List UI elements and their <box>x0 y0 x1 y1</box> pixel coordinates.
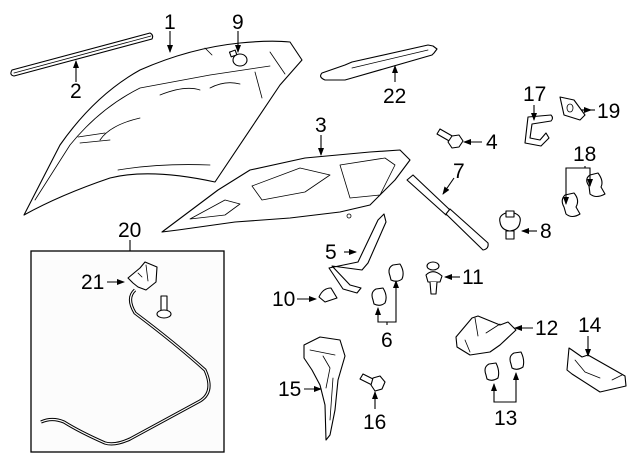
callout-13: 13 <box>494 407 517 430</box>
part-7-lift-strut[interactable] <box>406 174 489 251</box>
callout-11: 11 <box>462 266 484 289</box>
part-15-support-brace[interactable] <box>303 336 346 441</box>
callout-7: 7 <box>453 160 465 183</box>
part-6-clips[interactable] <box>371 263 404 306</box>
part-19-retainer-plate[interactable] <box>559 96 586 121</box>
part-11-retainer[interactable] <box>425 261 443 295</box>
part-1-hood-panel[interactable] <box>23 40 303 216</box>
callout-20: 20 <box>118 219 141 242</box>
part-4-bolt[interactable] <box>436 128 464 149</box>
callout-9: 9 <box>232 11 244 34</box>
callout-16: 16 <box>363 411 386 434</box>
callout-5: 5 <box>325 241 337 264</box>
part-21-release-handle[interactable] <box>127 261 158 291</box>
part-2-seal-strip[interactable] <box>10 32 154 77</box>
release-cable[interactable] <box>40 288 211 446</box>
part-16-bolt[interactable] <box>359 373 386 392</box>
part-8-bumper-stud[interactable] <box>499 210 521 240</box>
part-22-reinforcement[interactable] <box>320 44 438 81</box>
part-18-clips[interactable] <box>561 172 606 218</box>
part-13-clips[interactable] <box>484 351 525 381</box>
part-14-striker-bracket[interactable] <box>566 347 627 393</box>
part-20-bolt[interactable] <box>156 295 172 319</box>
part-3-inner-panel[interactable] <box>161 149 411 233</box>
callout-1: 1 <box>164 11 176 34</box>
callout-15: 15 <box>278 378 301 401</box>
callout-19: 19 <box>597 100 620 123</box>
callout-labels: 1 2 3 4 5 6 7 8 9 10 11 12 13 14 15 16 1… <box>70 11 620 434</box>
callout-10: 10 <box>272 288 295 311</box>
leader-lines <box>73 31 595 409</box>
callout-4: 4 <box>486 131 498 154</box>
callout-22: 22 <box>383 85 406 108</box>
callout-17: 17 <box>523 83 546 106</box>
part-5-bracket[interactable] <box>328 213 387 294</box>
callout-14: 14 <box>578 314 602 337</box>
callout-8: 8 <box>540 220 552 243</box>
part-17-prop-rod-clip[interactable] <box>524 114 554 147</box>
callout-2: 2 <box>70 80 82 103</box>
callout-6: 6 <box>381 329 393 352</box>
callout-18: 18 <box>573 143 596 166</box>
inset-box-release-cable <box>30 240 225 453</box>
callout-21: 21 <box>81 271 104 294</box>
callout-3: 3 <box>315 114 327 137</box>
part-12-latch[interactable] <box>455 315 517 356</box>
callout-12: 12 <box>535 317 558 340</box>
part-10-cap[interactable] <box>318 287 338 303</box>
